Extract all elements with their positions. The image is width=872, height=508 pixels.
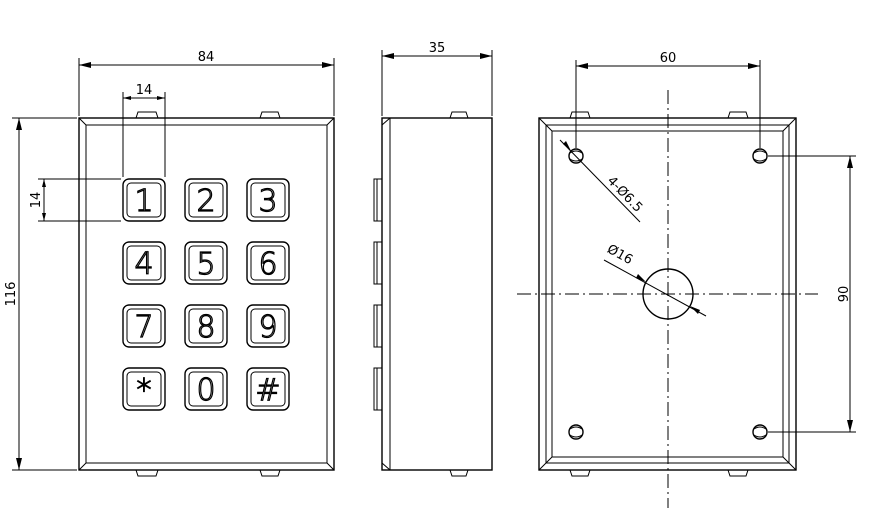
back-view: Ø16 4-Ø6.5 60 90: [517, 51, 856, 508]
key-4-label: 4: [134, 247, 153, 282]
key-7-label: 7: [134, 310, 153, 345]
center-hole-label: Ø16: [604, 242, 635, 268]
back-top-tab-left: [569, 111, 591, 119]
dim-back-hole-spacing-h: 60: [575, 51, 761, 148]
side-view: 35: [373, 41, 493, 477]
dim-key-height-label: 14: [29, 192, 44, 209]
key-4: 4: [122, 241, 166, 285]
keypad: 1 2 3 4 5: [122, 178, 290, 411]
key-7: 7: [122, 304, 166, 348]
dim-back-hole-spacing-h-label: 60: [660, 51, 677, 66]
key-star: *: [122, 367, 166, 411]
key-0: 0: [184, 367, 228, 411]
front-bottom-tab-left: [135, 469, 159, 477]
front-top-tab-left: [135, 111, 159, 119]
mount-holes-label: 4-Ø6.5: [604, 174, 645, 216]
key-2: 2: [184, 178, 228, 222]
key-6: 6: [246, 241, 290, 285]
center-cable-hole: [642, 268, 694, 320]
back-bottom-tab-left: [569, 469, 591, 477]
key-1: 1: [122, 178, 166, 222]
key-star-label: *: [137, 373, 152, 408]
dim-back-hole-spacing-v: 90: [768, 155, 856, 433]
key-8-label: 8: [196, 310, 215, 345]
key-9: 9: [246, 304, 290, 348]
key-9-label: 9: [258, 310, 277, 345]
front-body-inner: [85, 124, 328, 464]
dim-front-width-label: 84: [198, 50, 215, 65]
mount-hole-bottom-left: [568, 424, 584, 440]
key-5-label: 5: [196, 247, 215, 282]
front-view: 1 2 3 4 5: [4, 50, 335, 477]
side-top-tab: [449, 111, 469, 119]
front-top-tab-right: [259, 111, 281, 119]
side-body: [381, 117, 493, 471]
mount-hole-top-left: [568, 148, 584, 164]
side-key-bumps: [373, 178, 383, 411]
key-5: 5: [184, 241, 228, 285]
key-3-label: 3: [258, 184, 277, 219]
key-6-label: 6: [258, 247, 277, 282]
back-bottom-tab-right: [727, 469, 749, 477]
front-body-outer: [78, 117, 335, 471]
dim-key-width-label: 14: [136, 83, 153, 98]
front-bottom-tab-right: [259, 469, 281, 477]
leader-mount-holes: 4-Ø6.5: [559, 139, 645, 223]
dim-key-height: 14: [29, 178, 121, 222]
mount-holes: [568, 148, 768, 440]
side-bottom-tab: [449, 469, 469, 477]
back-top-tab-right: [727, 111, 749, 119]
key-2-label: 2: [196, 184, 215, 219]
key-8: 8: [184, 304, 228, 348]
mount-hole-top-right: [752, 148, 768, 164]
key-1-label: 1: [134, 184, 153, 219]
key-hash-label: #: [255, 373, 280, 408]
dim-key-width: 14: [122, 83, 166, 177]
key-0-label: 0: [196, 373, 215, 408]
key-hash: #: [246, 367, 290, 411]
dim-side-depth: 35: [381, 41, 493, 116]
dim-front-height: 116: [4, 117, 77, 471]
mount-hole-bottom-right: [752, 424, 768, 440]
dim-back-hole-spacing-v-label: 90: [837, 286, 852, 303]
dim-front-height-label: 116: [4, 282, 19, 307]
key-3: 3: [246, 178, 290, 222]
dim-front-width: 84: [78, 50, 335, 116]
dim-side-depth-label: 35: [429, 41, 446, 56]
